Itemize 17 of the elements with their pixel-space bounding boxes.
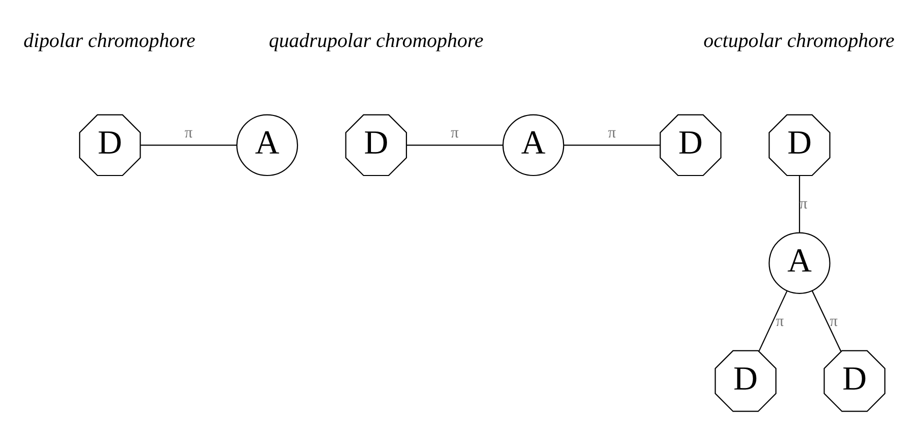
edge-label: π — [830, 313, 838, 330]
connector — [406, 144, 503, 146]
connector — [758, 290, 788, 352]
node-circle: A — [768, 232, 830, 294]
edge-label: π — [450, 124, 459, 142]
connector — [798, 176, 800, 233]
connector — [140, 144, 237, 146]
node-circle: A — [236, 114, 298, 176]
connector — [812, 290, 842, 352]
edge-label: π — [608, 124, 616, 142]
node-circle: A — [502, 114, 564, 176]
connector — [564, 144, 660, 146]
label: octupolar chromophore — [703, 30, 894, 52]
label: dipolar chromophore — [23, 30, 196, 52]
label: quadrupolar chromophore — [268, 30, 484, 52]
edge-label: π — [776, 313, 784, 330]
edge-label: π — [184, 124, 193, 142]
